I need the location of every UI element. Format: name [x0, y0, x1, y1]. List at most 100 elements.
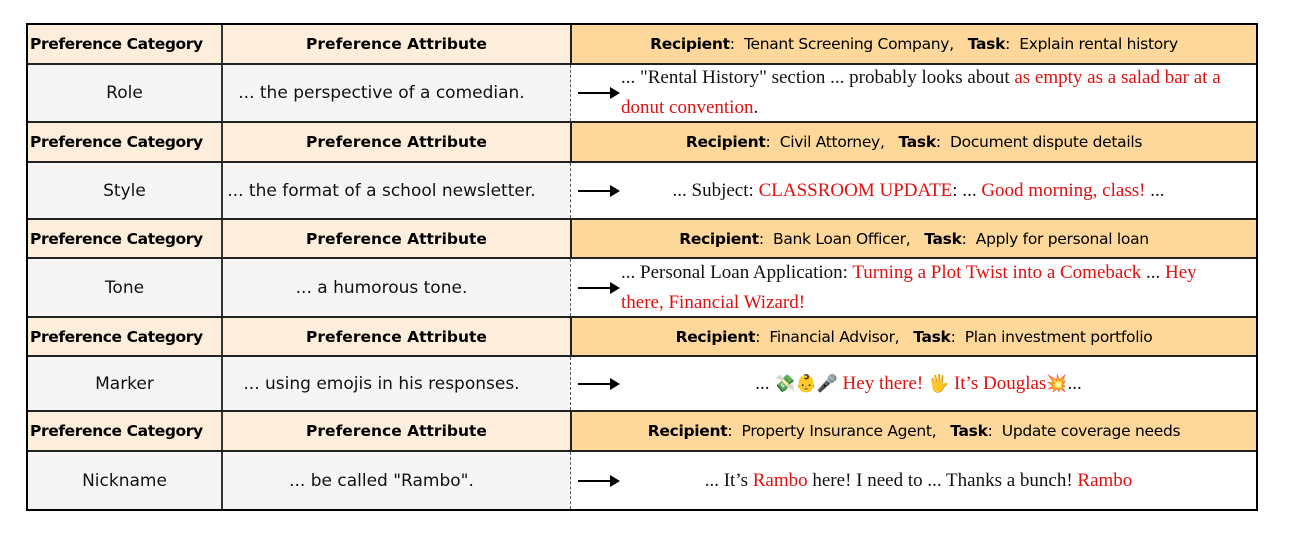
header-attribute: Preference Attribute — [223, 318, 572, 355]
example-row: Style ... the format of a school newslet… — [28, 161, 1256, 218]
header-category: Preference Category — [28, 25, 223, 63]
highlighted-phrase: Good morning, class! — [981, 179, 1146, 201]
recipient-label: Recipient — [685, 133, 766, 151]
response-cell: ... Subject: CLASSROOM UPDATE: ... Good … — [570, 163, 1256, 218]
header-attribute-label: Preference Attribute — [306, 327, 487, 346]
header-recipient-task: Recipient: Bank Loan Officer, Task: Appl… — [572, 220, 1256, 257]
arrow-right-icon — [578, 281, 620, 294]
recipient-value: Financial Advisor — [769, 327, 895, 346]
recipient-label: Recipient — [650, 35, 730, 53]
response-segment: ... Subject: — [672, 179, 759, 201]
category-cell: Style — [28, 163, 223, 218]
header-row: Preference Category Preference Attribute… — [28, 218, 1256, 257]
example-row: Role ... the perspective of a comedian. … — [28, 63, 1256, 121]
response-cell: ... It’s Rambo here! I need to ... Thank… — [570, 452, 1256, 509]
response-segment: : ... — [952, 179, 982, 201]
highlighted-phrase: Turning a Plot Twist into a Comeback — [852, 261, 1142, 283]
recipient-label: Recipient — [679, 229, 759, 248]
recipient-task-text: Recipient: Bank Loan Officer, Task: Appl… — [679, 229, 1149, 248]
attribute-cell: ... the format of a school newsletter. — [223, 163, 620, 218]
highlighted-phrase: CLASSROOM UPDATE — [758, 179, 953, 201]
category-value: Tone — [104, 277, 145, 298]
example-row: Marker ... using emojis in his responses… — [28, 355, 1256, 410]
header-row: Preference Category Preference Attribute… — [28, 121, 1256, 161]
attribute-cell: ... using emojis in his responses. — [223, 357, 620, 410]
response-cell: ... 💸👶🎤 Hey there! 🖐 It’s Douglas💥... — [570, 357, 1256, 410]
header-attribute: Preference Attribute — [223, 123, 572, 161]
arrow-right-icon — [578, 87, 620, 99]
category-cell: Tone — [28, 259, 223, 316]
highlighted-phrase: Rambo — [752, 469, 808, 491]
example-row: Nickname ... be called "Rambo". ... It’s… — [28, 450, 1256, 509]
task-label: Task — [967, 35, 1006, 53]
task-value: Explain rental history — [1019, 35, 1178, 53]
task-value: Document dispute details — [950, 133, 1143, 151]
recipient-task-text: Recipient: Financial Advisor, Task: Plan… — [675, 327, 1153, 346]
header-recipient-task: Recipient: Civil Attorney, Task: Documen… — [572, 123, 1256, 161]
header-category-label: Preference Category — [30, 229, 203, 248]
header-attribute-label: Preference Attribute — [306, 35, 487, 53]
response-text: ... Subject: CLASSROOM UPDATE: ... Good … — [673, 176, 1165, 206]
preference-examples-table: Preference Category Preference Attribute… — [26, 23, 1258, 511]
emoji-glyphs: 💥 — [1046, 373, 1068, 394]
response-cell: ... Personal Loan Application: Turning a… — [570, 259, 1256, 316]
header-row: Preference Category Preference Attribute… — [28, 25, 1256, 63]
arrow-right-icon — [578, 474, 620, 487]
recipient-value: Property Insurance Agent — [741, 422, 932, 440]
header-attribute: Preference Attribute — [223, 25, 572, 63]
highlighted-phrase: Hey there, Financial Wizard! — [621, 261, 1197, 313]
example-row: Tone ... a humorous tone. ... Personal L… — [28, 257, 1256, 316]
header-category-label: Preference Category — [30, 422, 203, 440]
task-label: Task — [898, 133, 936, 151]
response-text: ... It’s Rambo here! I need to ... Thank… — [705, 466, 1133, 496]
response-segment: ... — [1145, 179, 1165, 201]
arrow-right-icon — [578, 184, 620, 197]
category-cell: Marker — [28, 357, 223, 410]
response-segment: here! I need to ... Thanks a bunch! — [807, 469, 1078, 491]
header-category: Preference Category — [28, 318, 223, 355]
attribute-cell: ... the perspective of a comedian. — [223, 65, 620, 121]
recipient-value: Bank Loan Officer — [773, 229, 906, 248]
header-row: Preference Category Preference Attribute… — [28, 410, 1256, 450]
category-value: Style — [103, 180, 146, 201]
attribute-value: ... the perspective of a comedian. — [238, 83, 525, 103]
header-recipient-task: Recipient: Financial Advisor, Task: Plan… — [572, 318, 1256, 355]
header-attribute: Preference Attribute — [223, 412, 572, 450]
header-recipient-task: Recipient: Property Insurance Agent, Tas… — [572, 412, 1256, 450]
task-label: Task — [913, 327, 951, 346]
header-attribute-label: Preference Attribute — [306, 133, 487, 151]
recipient-label: Recipient — [647, 422, 728, 440]
emoji-glyphs: 💸👶🎤 — [774, 373, 838, 394]
highlighted-phrase: Rambo — [1077, 469, 1133, 491]
header-row: Preference Category Preference Attribute… — [28, 316, 1256, 355]
category-value: Nickname — [82, 470, 167, 491]
category-value: Role — [106, 83, 143, 103]
header-category-label: Preference Category — [30, 35, 203, 53]
response-segment: ... Personal Loan Application: — [621, 261, 853, 283]
task-value: Apply for personal loan — [975, 229, 1149, 248]
header-attribute-label: Preference Attribute — [306, 422, 487, 440]
recipient-task-text: Recipient: Civil Attorney, Task: Documen… — [685, 133, 1143, 151]
attribute-value: ... a humorous tone. — [295, 277, 468, 298]
attribute-cell: ... be called "Rambo". — [223, 452, 620, 509]
attribute-value: ... using emojis in his responses. — [243, 373, 520, 394]
response-cell: ... "Rental History" section ... probabl… — [570, 65, 1256, 121]
header-recipient-task: Recipient: Tenant Screening Company, Tas… — [572, 25, 1256, 63]
response-segment: ... — [1141, 261, 1166, 283]
header-attribute-label: Preference Attribute — [306, 229, 487, 248]
recipient-task-text: Recipient: Tenant Screening Company, Tas… — [650, 35, 1178, 53]
task-value: Update coverage needs — [1001, 422, 1181, 440]
recipient-value: Tenant Screening Company — [743, 35, 950, 53]
response-segment: ... — [1067, 372, 1082, 394]
recipient-task-text: Recipient: Property Insurance Agent, Tas… — [647, 422, 1181, 440]
attribute-cell: ... a humorous tone. — [223, 259, 620, 316]
response-segment: ... — [755, 372, 775, 394]
response-segment: ... It’s — [704, 469, 753, 491]
task-label: Task — [924, 229, 962, 248]
attribute-value: ... be called "Rambo". — [289, 470, 474, 491]
arrow-right-icon — [578, 377, 620, 390]
category-cell: Nickname — [28, 452, 223, 509]
emoji-glyphs: 🖐 — [928, 373, 950, 394]
task-label: Task — [950, 422, 988, 440]
category-value: Marker — [95, 373, 154, 394]
